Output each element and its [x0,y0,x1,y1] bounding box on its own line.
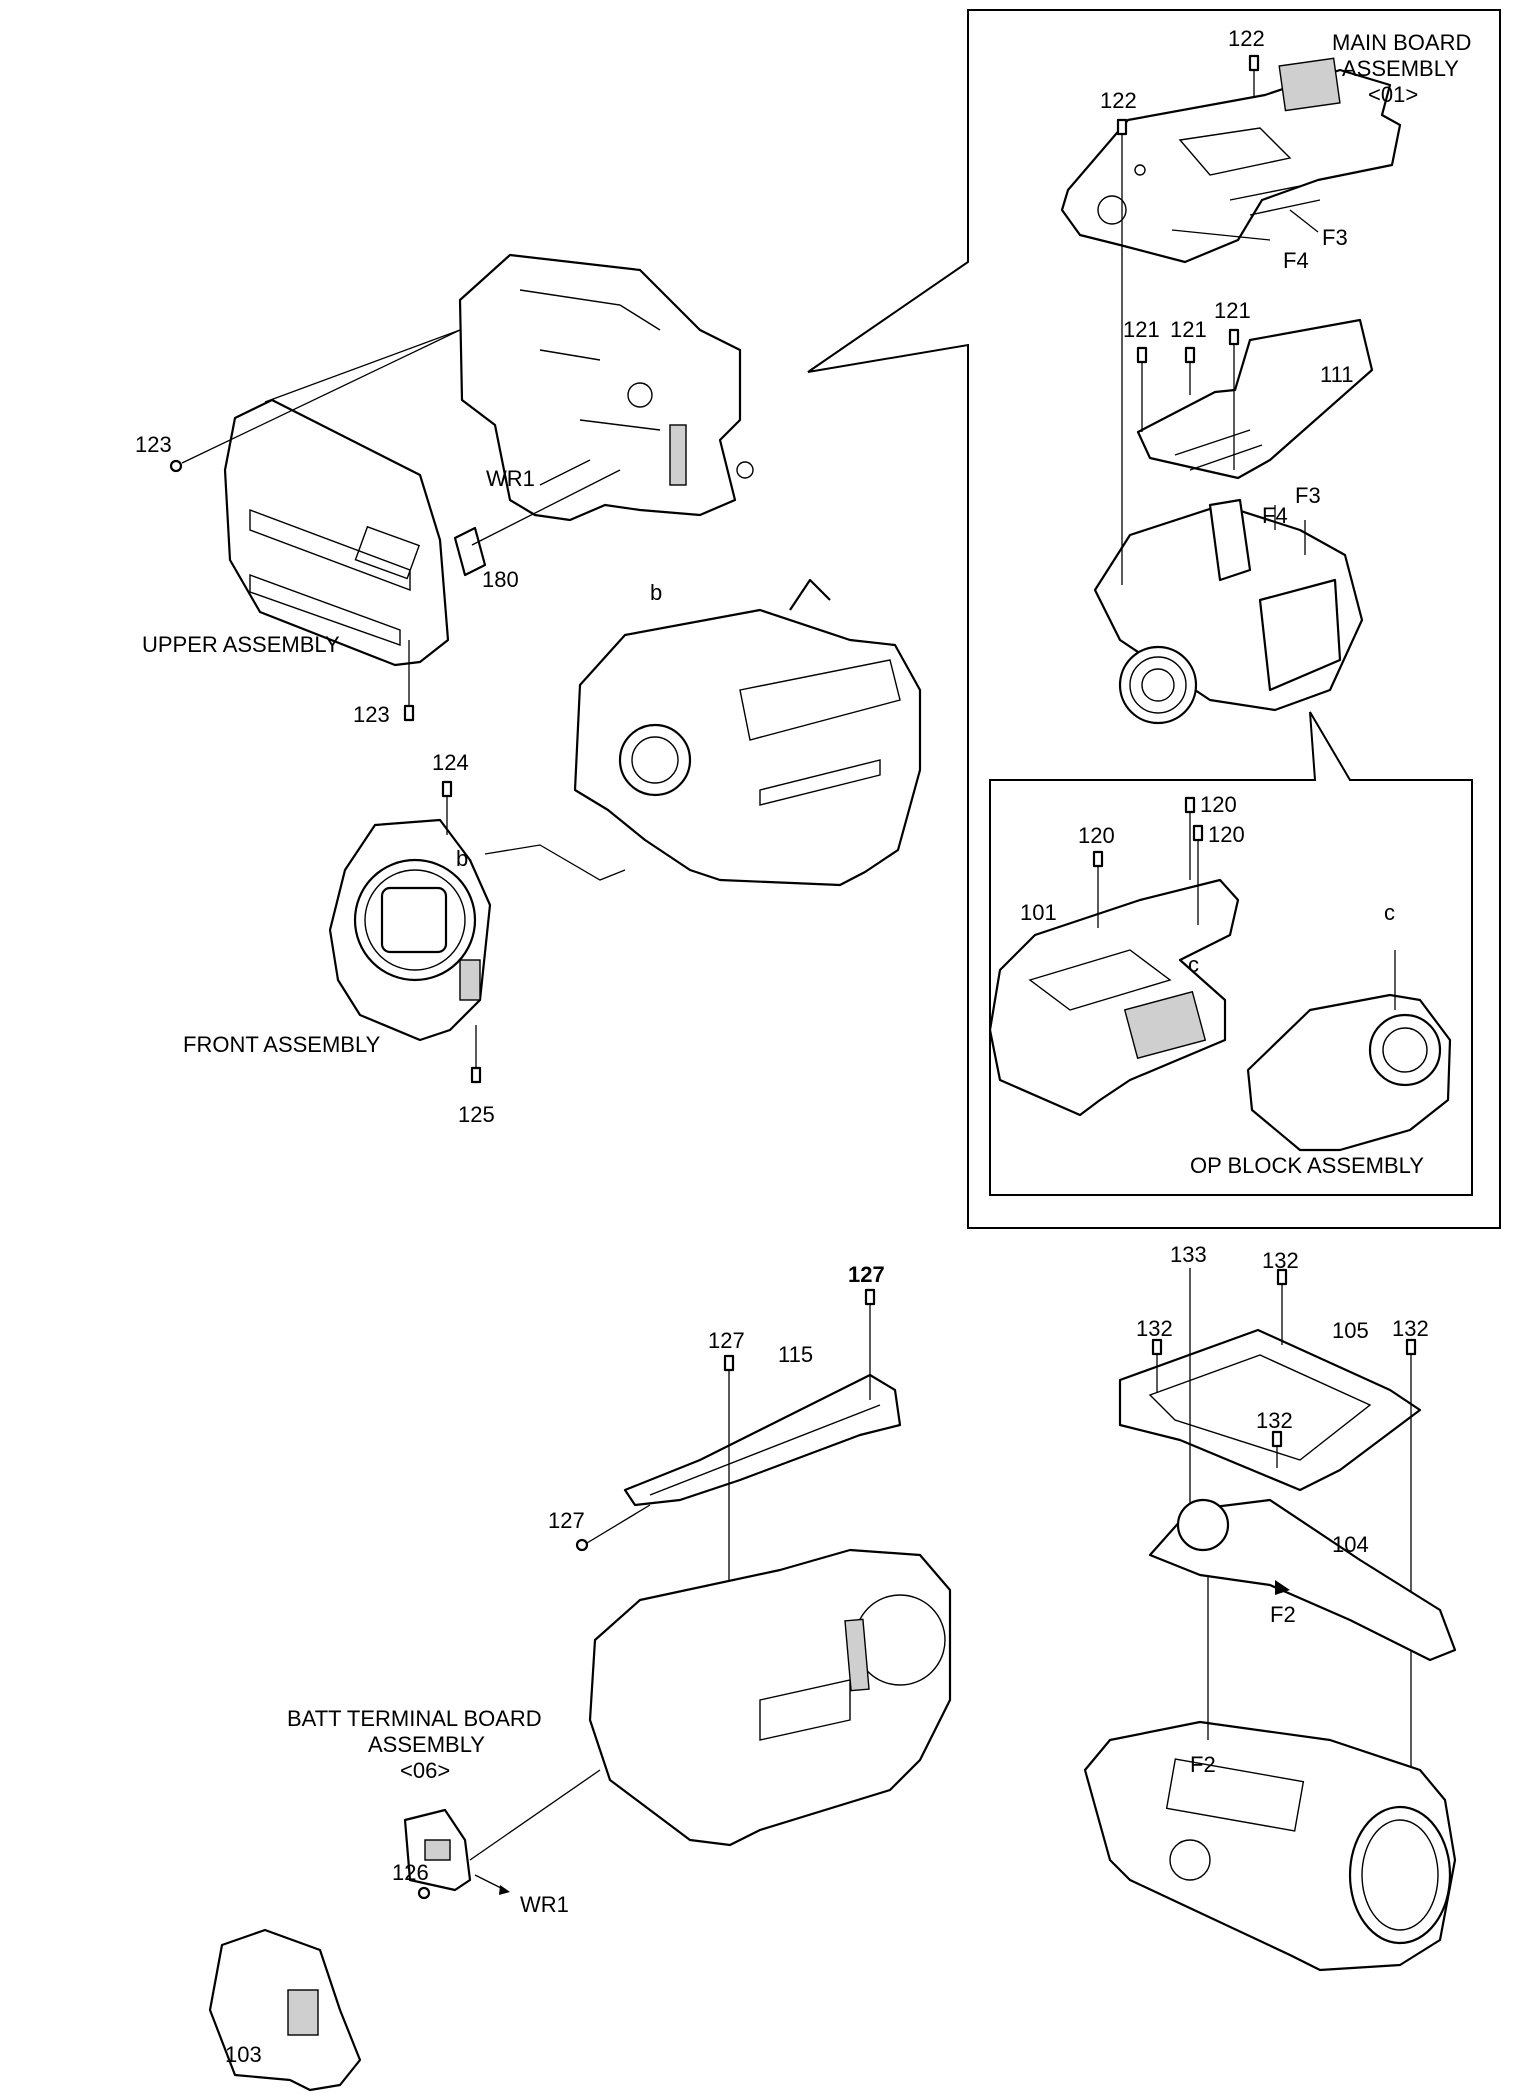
label-upper-assembly: UPPER ASSEMBLY [142,632,340,657]
label-wr1-top: WR1 [486,466,535,491]
front-assembly [328,818,492,1042]
label-121-c: 121 [1214,298,1251,323]
label-f3-top: F3 [1322,225,1348,250]
label-121-a: 121 [1123,317,1160,342]
screw-132-c [1405,1338,1417,1770]
upper-leaders [181,329,591,486]
screw-121-b [1184,346,1196,395]
label-115: 115 [778,1342,813,1367]
main-board-assembly-label-line1: MAIN BOARD [1332,30,1471,55]
label-wr1-bottom: WR1 [520,1892,569,1917]
label-132-a: 132 [1262,1248,1299,1273]
op-block-detail-frame [989,711,1473,1196]
label-101: 101 [1020,900,1057,925]
tray-105 [1118,1328,1422,1492]
label-133: 133 [1170,1242,1207,1267]
op-block-assembly [1246,950,1452,1152]
upper-chassis [458,253,754,522]
screw-120-c [1192,824,1204,925]
screw-120-a [1092,850,1104,928]
screw-127-b [864,1288,876,1400]
label-104: 104 [1332,1532,1369,1557]
screw-125 [470,1025,482,1084]
screw-126 [417,1886,431,1900]
label-f2-a: F2 [1270,1602,1296,1627]
screw-132-a [1276,1268,1288,1345]
label-132-b: 132 [1136,1316,1173,1341]
batt-terminal-label-line3: <06> [400,1758,450,1783]
label-123-a: 123 [135,432,172,457]
label-f4-top: F4 [1283,248,1309,273]
screw-123-b [403,640,415,722]
batt-terminal-label-line1: BATT TERMINAL BOARD [287,1706,542,1731]
screw-124 [441,780,453,835]
label-op-block-assembly: OP BLOCK ASSEMBLY [1190,1153,1424,1178]
side-cover-103 [208,1928,362,2092]
label-b-top: b [650,580,662,605]
screw-132-d [1271,1430,1283,1468]
camera-body-middle [573,578,922,887]
main-board-assembly [1060,57,1402,264]
plate-111 [1136,318,1374,480]
label-120-a: 120 [1078,823,1115,848]
label-127-b: 127 [848,1262,885,1287]
label-127-c: 127 [548,1508,585,1533]
label-f2-b: F2 [1190,1752,1216,1777]
lower-housing [1083,1575,1457,1972]
camera-body-rear [588,1548,952,1847]
part-104 [1148,1498,1457,1662]
camera-core-block [1093,170,1364,725]
screw-132-b [1151,1338,1163,1392]
batt-terminal-label-line2: ASSEMBLY [368,1732,485,1757]
label-front-assembly: FRONT ASSEMBLY [183,1032,381,1057]
frame-101 [988,878,1240,1117]
main-board-assembly-label-line3: <01> [1368,82,1418,107]
label-132-c: 132 [1392,1316,1429,1341]
label-f4-mid: F4 [1262,503,1288,528]
main-board-detail-frame [807,9,1501,1229]
label-b-front: b [456,846,468,871]
label-123-b: 123 [353,702,390,727]
screw-122-b [1116,118,1128,170]
screw-121-c [1228,328,1240,470]
connector-leader-b [484,844,626,881]
label-105: 105 [1332,1318,1369,1343]
label-180: 180 [482,567,519,592]
text-labels: MAIN BOARD ASSEMBLY <01> 122 122 F3 F4 1… [135,26,1471,2067]
screw-120-b [1184,796,1196,880]
screw-121-a [1136,346,1148,432]
label-103: 103 [225,2042,262,2067]
label-121-b: 121 [1170,317,1207,342]
label-111: 111 [1320,362,1353,387]
label-122-b: 122 [1100,88,1137,113]
label-120-c: 120 [1208,822,1245,847]
main-board-assembly-label-line2: ASSEMBLY [1342,56,1459,81]
screw-127-c [575,1504,651,1552]
label-c-a: c [1188,952,1199,977]
label-124: 124 [432,750,469,775]
screw-122-a [1248,54,1260,98]
label-f3-mid: F3 [1295,483,1321,508]
label-127-a: 127 [708,1328,745,1353]
label-c-b: c [1384,900,1395,925]
label-120-b: 120 [1200,792,1237,817]
screw-123-a [169,459,183,473]
flex-cable-180 [453,469,621,577]
cover-115 [623,1373,902,1507]
label-126: 126 [392,1860,429,1885]
upper-cover [223,398,450,667]
batt-terminal-board [403,1769,601,1895]
label-122-a: 122 [1228,26,1265,51]
label-125: 125 [458,1102,495,1127]
label-132-d: 132 [1256,1408,1293,1433]
